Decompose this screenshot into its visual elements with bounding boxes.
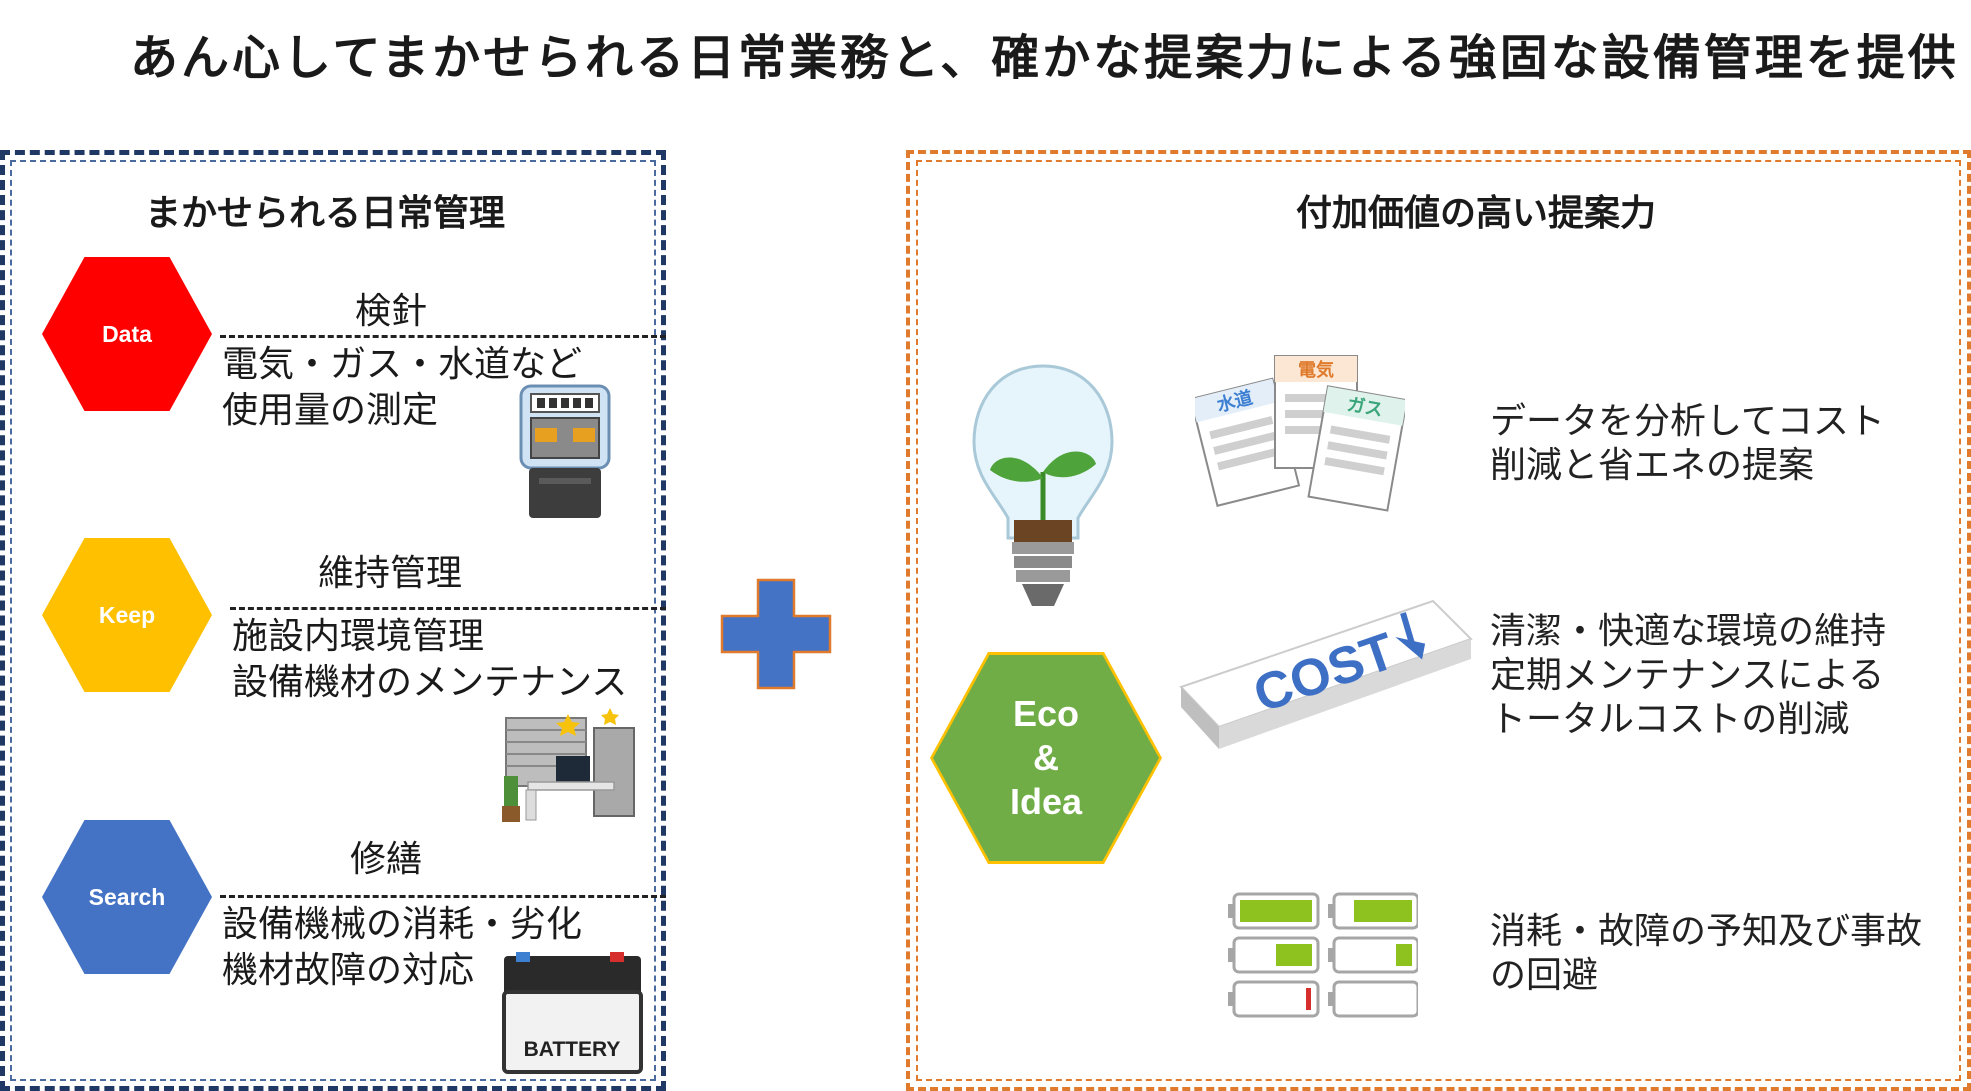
keep-badge: Keep [42, 538, 212, 692]
section-divider [220, 895, 666, 898]
desc-line: 使用量の測定 [222, 390, 439, 431]
proposal-line: データを分析してコスト [1490, 401, 1885, 442]
battery-label: BATTERY [524, 1038, 621, 1061]
desc-line: 設備機械の消耗・劣化 [222, 904, 583, 945]
eco-idea-line: & [1033, 737, 1059, 778]
section-desc-repair: 設備機械の消耗・劣化 機材故障の対応 [222, 902, 582, 994]
proposal-item-failure-prediction: 消耗・故障の予知及び事故 の回避 [1490, 910, 1922, 998]
section-divider [230, 607, 666, 610]
proposal-line: の回避 [1490, 955, 1599, 996]
section-label-maintenance: 維持管理 [318, 553, 463, 594]
eco-idea-line: Idea [1009, 781, 1083, 822]
office-clean-icon [502, 708, 635, 822]
proposal-line: 消耗・故障の予知及び事故 [1490, 911, 1923, 952]
desc-line: 機材故障の対応 [222, 950, 475, 991]
bill-electric-label: 電気 [1298, 359, 1334, 381]
electric-meter-icon [519, 384, 611, 518]
section-label-meter-reading: 検針 [355, 291, 428, 332]
cost-down-icon: COST [1179, 599, 1473, 749]
proposal-line: 定期メンテナンスによる [1490, 655, 1885, 696]
proposal-line: トータルコストの削減 [1490, 699, 1850, 740]
section-divider [220, 335, 666, 338]
battery-icon: BATTERY [502, 952, 643, 1074]
eco-lightbulb-icon [972, 364, 1114, 606]
page-title: あん心してまかせられる日常業務と、確かな提案力による強固な設備管理を提供 [130, 30, 1959, 86]
daily-management-panel [0, 150, 666, 1091]
search-badge: Search [42, 820, 212, 974]
proposal-line: 削減と省エネの提案 [1490, 445, 1815, 486]
desc-line: 施設内環境管理 [232, 616, 485, 657]
proposal-item-cost-analysis: データを分析してコスト 削減と省エネの提案 [1490, 400, 1885, 488]
desc-line: 設備機材のメンテナンス [232, 662, 628, 703]
plus-icon [720, 578, 832, 690]
daily-management-title: まかせられる日常管理 [145, 193, 506, 234]
proposal-item-maintenance: 清潔・快適な環境の維持 定期メンテナンスによる トータルコストの削減 [1490, 610, 1886, 742]
section-label-repair: 修繕 [350, 839, 423, 880]
battery-levels-icon [1228, 892, 1418, 1018]
proposal-line: 清潔・快適な環境の維持 [1490, 611, 1887, 652]
proposal-title: 付加価値の高い提案力 [1296, 193, 1657, 234]
section-desc-meter-reading: 電気・ガス・水道など 使用量の測定 [222, 342, 582, 434]
utility-bills-icon: 水道 電気 ガス [1195, 355, 1405, 512]
proposal-panel [906, 150, 1971, 1091]
desc-line: 電気・ガス・水道など [222, 344, 583, 385]
eco-idea-line: Eco [1012, 693, 1080, 734]
section-desc-maintenance: 施設内環境管理 設備機材のメンテナンス [232, 614, 627, 706]
